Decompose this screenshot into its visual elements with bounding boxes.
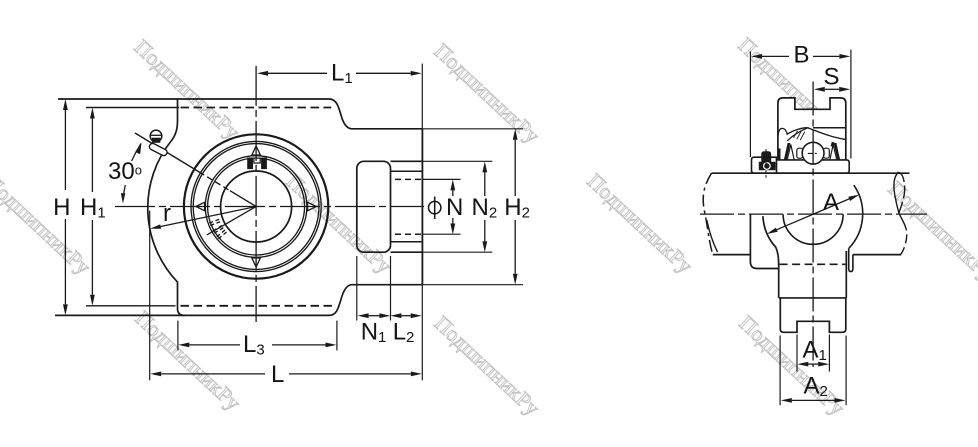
svg-text:N: N bbox=[446, 194, 463, 221]
svg-text:r: r bbox=[163, 200, 171, 227]
svg-text:L: L bbox=[271, 361, 284, 388]
svg-text:B: B bbox=[794, 42, 810, 69]
svg-text:S: S bbox=[824, 64, 840, 91]
svg-text:H: H bbox=[53, 194, 70, 221]
svg-text:A: A bbox=[823, 189, 839, 216]
